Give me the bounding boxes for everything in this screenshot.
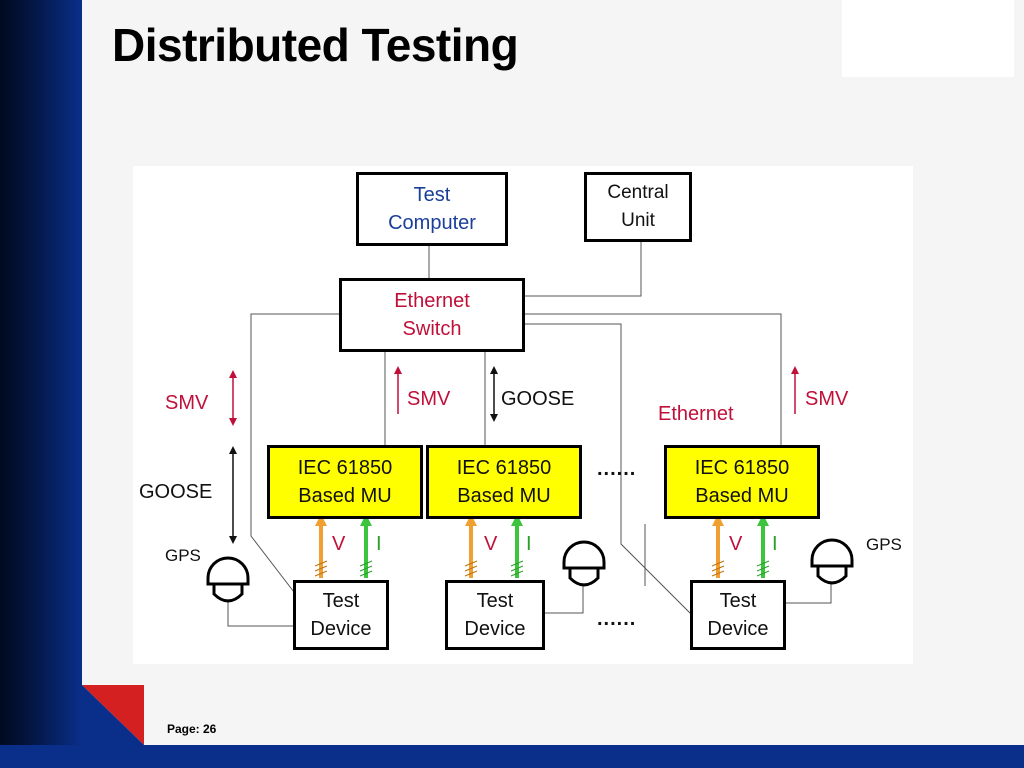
gps-label: GPS xyxy=(165,546,201,565)
central-unit-box: Central Unit xyxy=(584,172,692,242)
voltage-label: V xyxy=(332,533,346,555)
smv-label: SMV xyxy=(407,388,451,410)
gps-antenna-icon xyxy=(206,556,250,603)
test-device-box: Test Device xyxy=(293,580,389,650)
smv-label: SMV xyxy=(165,392,209,414)
ellipsis: ...... xyxy=(597,608,637,630)
merging-unit-box: IEC 61850 Based MU xyxy=(664,445,820,519)
slide-title: Distributed Testing xyxy=(112,19,519,71)
page-number: Page: 26 xyxy=(167,722,217,736)
ellipsis: ...... xyxy=(597,458,637,480)
ethernet-label: Ethernet xyxy=(658,403,734,425)
smv-label: SMV xyxy=(805,388,849,410)
diagram-connectors xyxy=(227,240,832,627)
test-device-box: Test Device xyxy=(690,580,786,650)
gps-antenna-icon xyxy=(562,540,606,587)
logo-placeholder xyxy=(842,0,1014,77)
test-device-box: Test Device xyxy=(445,580,545,650)
voltage-label: V xyxy=(729,533,743,555)
current-label: I xyxy=(526,533,532,555)
merging-unit-box: IEC 61850 Based MU xyxy=(267,445,423,519)
footer-bar xyxy=(0,745,1024,768)
gps-label: GPS xyxy=(866,535,902,554)
sidebar-gradient xyxy=(0,0,82,768)
current-label: I xyxy=(772,533,778,555)
ethernet-switch-box: Ethernet Switch xyxy=(339,278,525,352)
corner-triangle xyxy=(82,685,144,745)
test-computer-box: Test Computer xyxy=(356,172,508,246)
gps-antenna-icon xyxy=(810,538,854,585)
goose-label: GOOSE xyxy=(501,388,575,410)
goose-label: GOOSE xyxy=(139,481,213,503)
merging-unit-box: IEC 61850 Based MU xyxy=(426,445,582,519)
current-label: I xyxy=(376,533,382,555)
voltage-label: V xyxy=(484,533,498,555)
